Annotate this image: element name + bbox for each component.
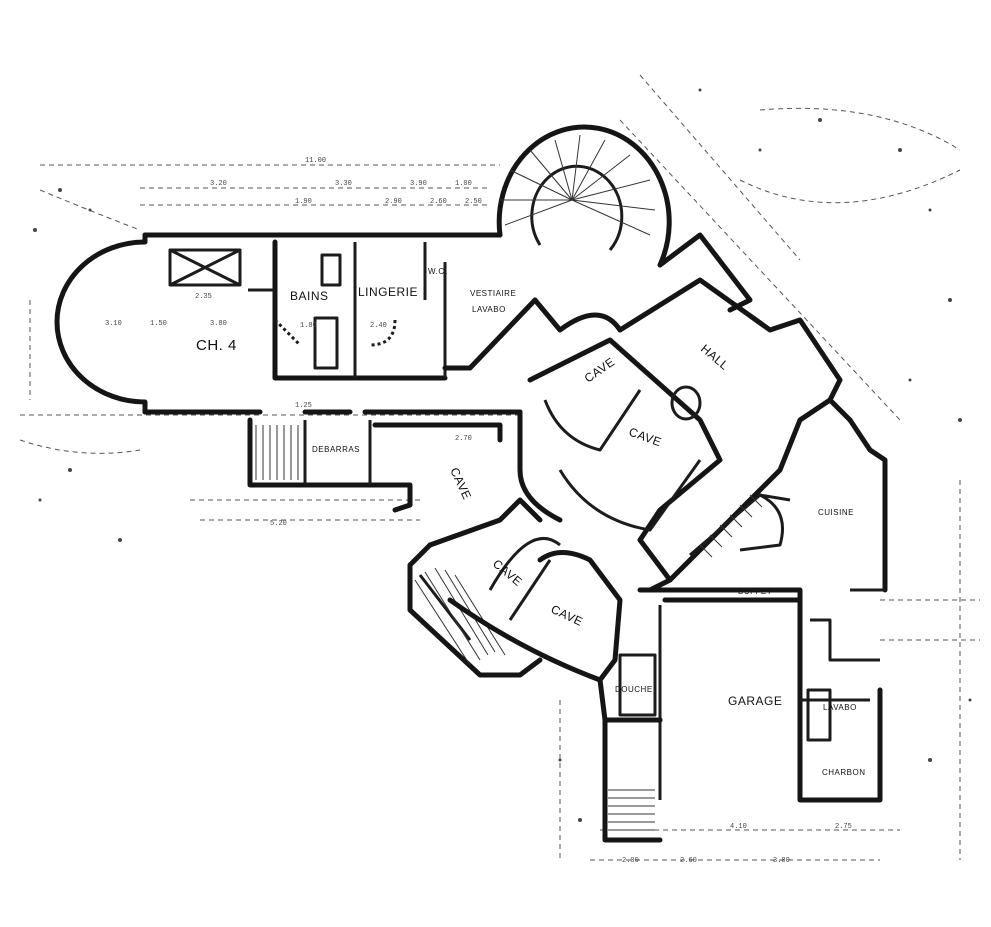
dim-label: 1.50: [150, 320, 167, 328]
room-label-lavabo-2: LAVABO: [823, 703, 857, 712]
lower-left-walls: [247, 417, 503, 513]
dim-label: 2.90: [385, 198, 402, 206]
dimension-labels: 11.00 3.20 3.30 1.90 1.00 2.60 2.50 2.90…: [105, 157, 852, 865]
dim-label: 3.80: [210, 320, 227, 328]
room-label-ch4: CH. 4: [196, 337, 237, 354]
room-label-cave-2: CAVE: [627, 425, 664, 450]
room-label-buffet: BUFFET: [738, 587, 772, 596]
upper-wing-walls: [54, 232, 538, 415]
dim-label: 3.20: [210, 180, 227, 188]
room-label-lavabo: LAVABO: [472, 305, 506, 314]
dim-label: 3.10: [105, 320, 122, 328]
dim-label: 1.80: [300, 322, 317, 330]
spiral-staircase: [496, 124, 753, 313]
room-label-lingerie: LINGERIE: [358, 285, 418, 299]
room-label-cave-3: CAVE: [447, 465, 474, 502]
dim-label: 2.60: [680, 857, 697, 865]
dim-label: 2.35: [195, 293, 212, 301]
dim-label: 11.00: [305, 157, 326, 165]
dim-label: 2.60: [430, 198, 447, 206]
room-label-vestiaire: VESTIAIRE: [470, 289, 516, 298]
room-label-debarras: DEBARRAS: [312, 445, 360, 454]
dim-label: 2.40: [370, 322, 387, 330]
dim-label: 3.80: [773, 857, 790, 865]
dim-label: 4.10: [730, 823, 747, 831]
room-label-cave-1: CAVE: [582, 355, 618, 386]
dim-label: 1.00: [455, 180, 472, 188]
room-label-hall: HALL: [698, 342, 732, 373]
dimension-lines: [19, 74, 980, 861]
room-label-cuisine: CUISINE: [818, 508, 854, 517]
hall-walls: [517, 277, 853, 593]
room-label-charbon: CHARBON: [822, 768, 866, 777]
dim-label: 3.30: [335, 180, 352, 188]
room-label-garage: GARAGE: [728, 694, 782, 708]
dim-label: 1.25: [295, 402, 312, 410]
service-block-walls: [602, 417, 888, 843]
dim-label: 2.70: [455, 435, 472, 443]
photocopy-specks: [33, 88, 972, 822]
dim-label: 2.50: [465, 198, 482, 206]
dim-label: 5.20: [270, 520, 287, 528]
room-label-cave-5: CAVE: [549, 602, 586, 629]
room-label-bains: BAINS: [290, 289, 329, 303]
room-label-douche: DOUCHE: [615, 685, 653, 694]
room-label-wc: W.C.: [428, 267, 447, 276]
dim-label: 3.90: [410, 180, 427, 188]
dim-label: 2.00: [622, 857, 639, 865]
dim-label: 1.90: [295, 198, 312, 206]
dim-label: 2.75: [835, 823, 852, 831]
